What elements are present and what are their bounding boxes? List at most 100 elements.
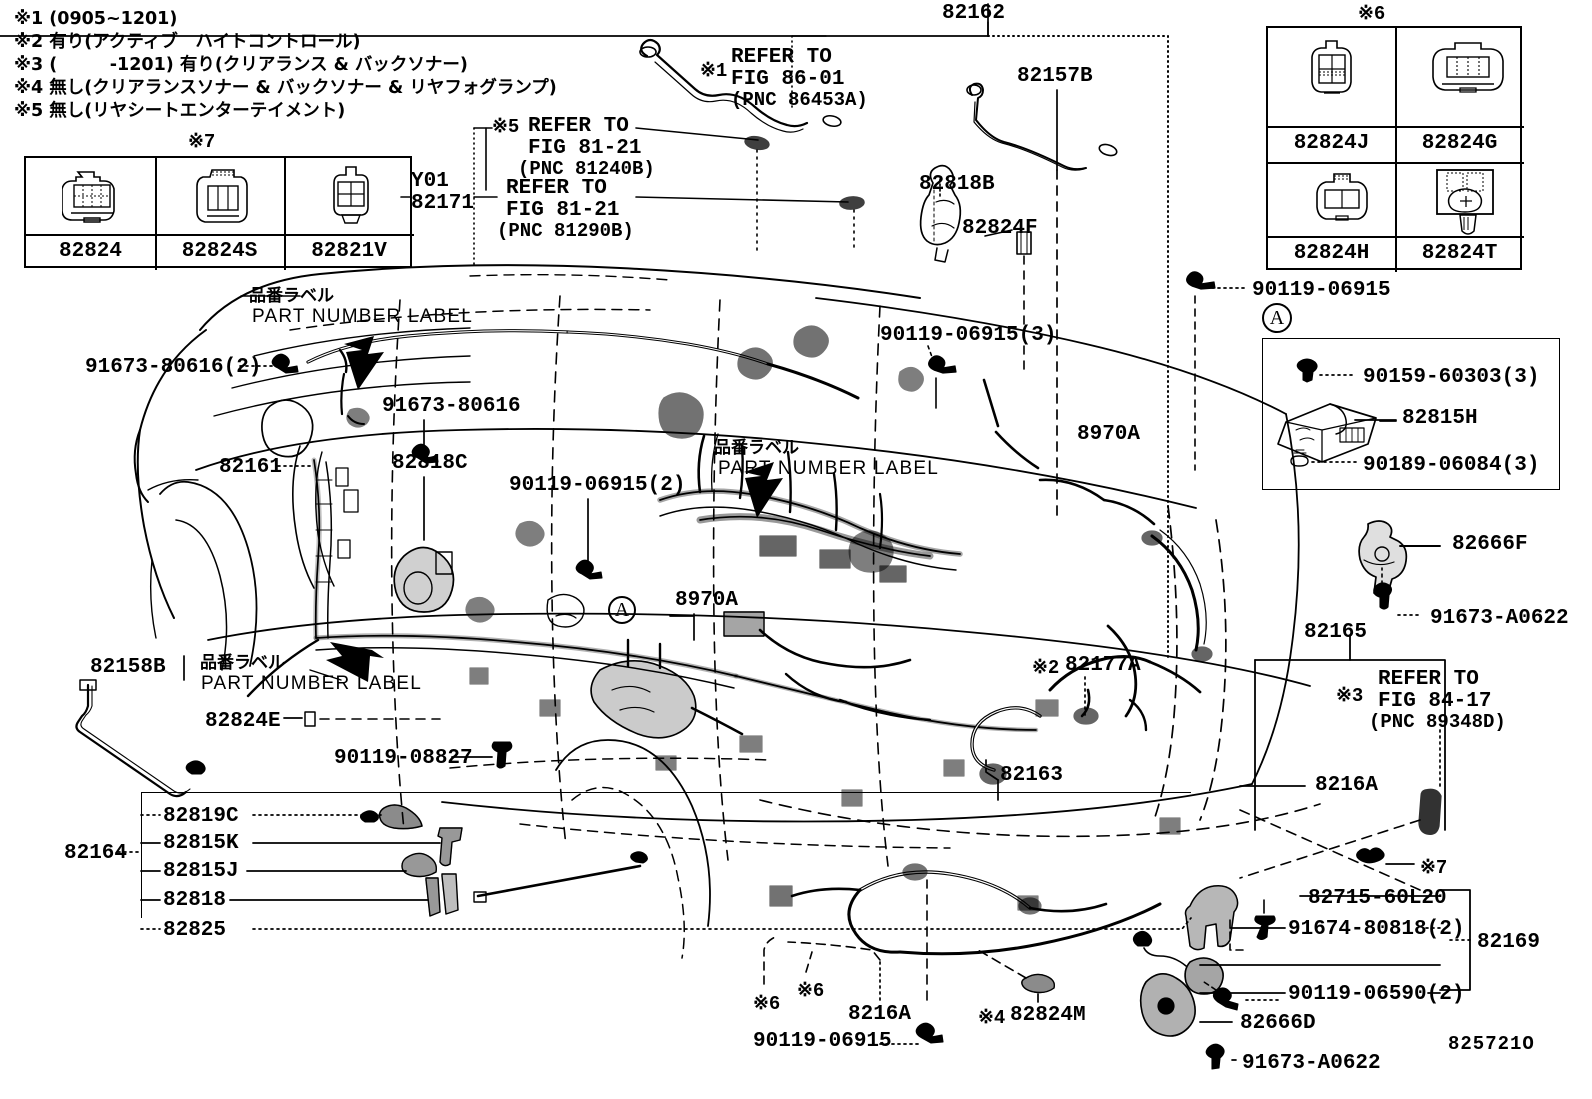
y01-code: Y01: [411, 170, 449, 193]
connector-table-left: 82824 82824S 82821V: [24, 156, 414, 270]
refer-fig81-1240-line2: FIG 81-21: [528, 137, 642, 160]
callout-82177A: 82177A: [1065, 654, 1141, 677]
part-number-label-jp-1: 品番ラベル: [249, 286, 334, 306]
callout-82818B: 82818B: [919, 173, 995, 196]
callout-90119-06915-right: 90119-06915: [1252, 279, 1391, 302]
callout-90189-06084-3: 90189-06084(3): [1363, 454, 1540, 477]
connector-part-label: 82824G: [1421, 132, 1498, 155]
callout-82162: 82162: [942, 2, 1006, 25]
callout-91673-A0622-right: 91673-A0622: [1430, 607, 1569, 630]
connector-3pin-icon: [194, 166, 252, 228]
callout-90119-08827: 90119-08827: [334, 747, 473, 770]
mark-7-right: ※7: [1420, 857, 1448, 879]
part-number-label-en-1: PART NUMBER LABEL: [252, 306, 474, 327]
table-divider: [1268, 126, 1524, 128]
part-number-label-en-3: PART NUMBER LABEL: [201, 673, 423, 694]
refer-fig84-line3: (PNC 89348D): [1369, 711, 1506, 733]
refer-fig81-1290-line2: FIG 81-21: [506, 199, 620, 222]
callout-90119-06590-2: 90119-06590(2): [1288, 983, 1465, 1006]
refer-fig84-mark: ※3: [1336, 685, 1364, 707]
refer-fig81-1240-line1: REFER TO: [528, 115, 629, 138]
connector-table-left-group-mark: ※7: [188, 131, 216, 153]
part-number-label-en-2: PART NUMBER LABEL: [718, 458, 940, 479]
callout-8216A-right: 8216A: [1315, 774, 1379, 797]
refer-fig81-1240-mark: ※5: [492, 116, 520, 138]
table-divider: [1395, 28, 1397, 272]
part-number-label-jp-2: 品番ラベル: [714, 438, 799, 458]
refer-fig86-line2: FIG 86-01: [731, 68, 845, 91]
callout-91674-80818-2: 91674-80818(2): [1288, 918, 1465, 941]
callout-8970A-mid: 8970A: [675, 589, 739, 612]
connector-clip-icon: [1434, 168, 1502, 240]
callout-82824E: 82824E: [205, 710, 281, 733]
connector-table-right-group-mark: ※6: [1358, 3, 1386, 25]
callout-82163: 82163: [1000, 764, 1064, 787]
footnote-1: ※1 (0905~1201): [14, 9, 178, 29]
callout-82815K: 82815K: [163, 832, 239, 855]
callout-82815H: 82815H: [1402, 407, 1478, 430]
callout-82824F: 82824F: [962, 217, 1038, 240]
callout-82715-60L20: 82715-60L20: [1308, 887, 1447, 910]
callout-82165: 82165: [1304, 621, 1368, 644]
circle-a-marker-1: A: [1262, 303, 1292, 333]
callout-90119-06915-2: 90119-06915(2): [509, 474, 686, 497]
callout-82169: 82169: [1477, 931, 1541, 954]
callout-82815J: 82815J: [163, 860, 239, 883]
arrow-part-number-label-1: [344, 336, 384, 390]
callout-82666D: 82666D: [1240, 1012, 1316, 1035]
mark-2-82177A: ※2: [1032, 657, 1060, 679]
callout-82666F: 82666F: [1452, 533, 1528, 556]
part-number-label-jp-3: 品番ラベル: [200, 653, 285, 673]
footnote-4: ※4 無し(クリアランスソナー & バックソナー & リヤフォグランプ): [14, 78, 557, 98]
refer-fig86-mark: ※1: [700, 60, 728, 82]
callout-8970A-top: 8970A: [1077, 423, 1141, 446]
connector-part-label: 82821V: [311, 240, 387, 263]
refer-fig81-1240-line3: (PNC 81240B): [518, 158, 655, 180]
table-divider: [1268, 162, 1524, 164]
footnote-2: ※2 有り(アクティブ ハイトコントロール): [14, 32, 361, 52]
connector-6pin-icon: [62, 166, 122, 228]
table-divider: [26, 234, 414, 236]
callout-82161: 82161: [219, 456, 283, 479]
mark-4-82824M: ※4: [978, 1007, 1006, 1029]
callout-91673-80616-2: 91673-80616(2): [85, 356, 262, 379]
footnote-5: ※5 無し(リヤシートエンターテイメント): [14, 101, 346, 121]
mark-6-a: ※6: [753, 993, 781, 1015]
connector-2pin-icon: [1312, 172, 1372, 228]
circle-a-marker-2: A: [608, 596, 636, 624]
connector-part-label: 82824J: [1293, 132, 1370, 155]
callout-82164: 82164: [64, 842, 128, 865]
callout-90119-06915-bottom: 90119-06915: [753, 1030, 892, 1053]
connector-4pin-icon: [324, 164, 378, 228]
connector-6pin-wide-icon: [1431, 40, 1505, 100]
callout-82819C: 82819C: [163, 805, 239, 828]
refer-fig81-1290-line3: (PNC 81290B): [497, 220, 634, 242]
table-divider: [284, 158, 286, 270]
callout-91673-80616: 91673-80616: [382, 395, 521, 418]
refer-fig84-line1: REFER TO: [1378, 668, 1479, 691]
connector-part-label: 82824T: [1421, 242, 1498, 265]
table-divider: [155, 158, 157, 270]
refer-fig81-1290-line1: REFER TO: [506, 177, 607, 200]
diagram-code: 825721O: [1448, 1033, 1535, 1055]
footnote-3: ※3 ( -1201) 有り(クリアランス & バックソナー): [14, 55, 468, 75]
connector-part-label: 82824H: [1293, 242, 1370, 265]
connector-table-right: 82824J 82824G 82824H 82824T: [1266, 26, 1524, 272]
callout-82824M: 82824M: [1010, 1004, 1086, 1027]
callout-82825: 82825: [163, 919, 227, 942]
group-box-82164: [141, 792, 1191, 918]
connector-part-label: 82824S: [181, 240, 258, 263]
callout-82157B: 82157B: [1017, 65, 1093, 88]
mark-6-b: ※6: [797, 980, 825, 1002]
table-divider: [1268, 236, 1524, 238]
callout-90119-06915-3: 90119-06915(3): [880, 324, 1057, 347]
refer-fig86-line1: REFER TO: [731, 46, 832, 69]
callout-82818: 82818: [163, 889, 227, 912]
y01-part: 82171: [411, 192, 475, 215]
callout-91673-A0622-bottom: 91673-A0622: [1242, 1052, 1381, 1075]
callout-90159-60303-3: 90159-60303(3): [1363, 366, 1540, 389]
refer-fig84-line2: FIG 84-17: [1378, 690, 1492, 713]
callout-82158B: 82158B: [90, 656, 166, 679]
callout-8216A-bottom: 8216A: [848, 1003, 912, 1026]
